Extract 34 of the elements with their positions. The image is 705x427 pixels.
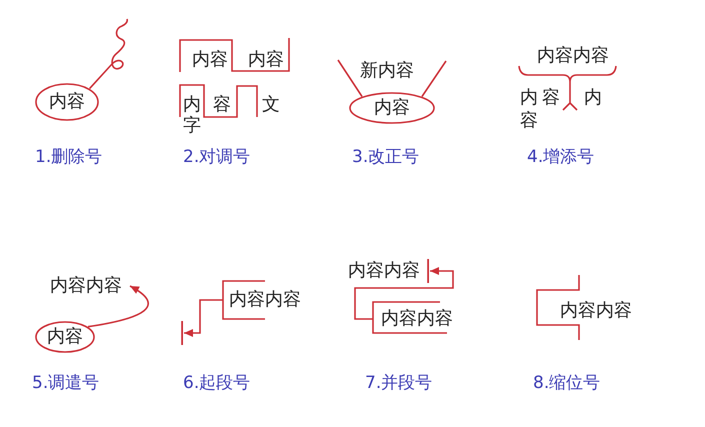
ellipse-node <box>35 321 95 353</box>
mark-caption: 7.并段号 <box>365 374 432 392</box>
sample-text: 内容内容 <box>560 302 632 320</box>
sample-text: 字 <box>183 117 201 135</box>
sample-text: 内 <box>183 96 201 114</box>
sample-text: 内容 <box>248 51 284 69</box>
node-text: 内容 <box>47 328 83 346</box>
mark-caption: 1.删除号 <box>35 148 102 166</box>
sample-text: 文 <box>262 96 280 114</box>
mark-caption: 8.缩位号 <box>533 374 600 392</box>
sample-text: 内容内容 <box>537 47 609 65</box>
node-text: 内容内容 <box>373 310 453 328</box>
sample-text: 容 <box>213 96 231 114</box>
sample-text: 容 <box>520 112 538 130</box>
mark-caption: 5.调遣号 <box>32 374 100 392</box>
mark-caption: 4.增添号 <box>527 148 594 166</box>
node-text: 内容内容 <box>348 262 430 280</box>
arrow <box>88 285 149 328</box>
sample-text: 容 <box>542 89 560 107</box>
mark-caption: 2.对调号 <box>183 148 250 166</box>
arrow <box>181 299 223 345</box>
sample-text: 内 <box>520 89 538 107</box>
ellipse-node <box>349 92 435 124</box>
ellipse-node <box>35 83 99 121</box>
node-text: 内容内容 <box>223 291 301 309</box>
sample-text: 新内容 <box>360 62 414 80</box>
node-text: 内容 <box>374 99 410 117</box>
sample-text: 内容 <box>192 51 228 69</box>
node-text: 内容 <box>49 93 85 111</box>
node-text: 内容内容 <box>50 277 130 295</box>
mark-caption: 3.改正号 <box>352 148 420 166</box>
sample-text: 内 <box>584 89 602 107</box>
arrow <box>354 259 454 320</box>
mark-caption: 6.起段号 <box>183 374 250 392</box>
